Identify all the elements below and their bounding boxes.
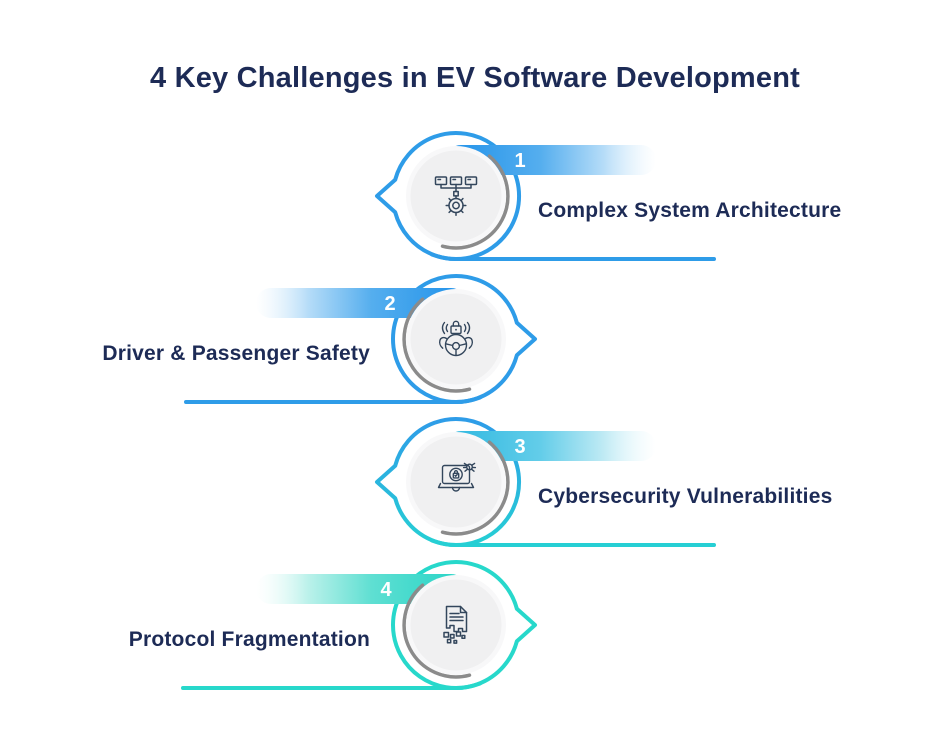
- challenge-item-1: 1 Complex System Architecture: [0, 126, 950, 268]
- challenge-1-graphic: 1: [375, 131, 716, 261]
- protocol-fragmentation-icon: [443, 605, 468, 644]
- connector-line: [181, 681, 482, 690]
- challenge-label: Driver & Passenger Safety: [102, 342, 370, 365]
- challenge-3-graphic: 3: [375, 417, 716, 547]
- challenge-4-graphic: 4: [181, 560, 537, 690]
- bubble-ring: [375, 131, 521, 261]
- step-number: 4: [380, 579, 392, 601]
- driver-passenger-safety-icon: [438, 320, 474, 357]
- page-title: 4 Key Challenges in EV Software Developm…: [149, 62, 800, 94]
- challenge-label: Complex System Architecture: [538, 199, 842, 222]
- bubble-ring: [391, 274, 537, 404]
- accent-arc: [402, 583, 472, 679]
- icon-disc: [410, 293, 502, 385]
- connector-line: [430, 252, 716, 261]
- accent-arc: [440, 440, 510, 536]
- bubble-ring: [391, 560, 537, 690]
- challenge-label: Cybersecurity Vulnerabilities: [538, 485, 833, 508]
- system-architecture-icon: [434, 176, 478, 217]
- accent-arc: [402, 297, 472, 393]
- challenge-item-4: 4 Protocol Fragmentation: [0, 555, 950, 697]
- challenge-label: Protocol Fragmentation: [128, 628, 370, 651]
- connector-line: [184, 395, 482, 404]
- challenge-item-2: 2 Driver & Passenger Safety: [0, 269, 950, 411]
- challenge-2-graphic: 2: [184, 274, 537, 404]
- accent-arc: [440, 154, 510, 250]
- bubble-ring: [375, 417, 521, 547]
- step-number: 3: [514, 436, 525, 458]
- step-number: 1: [514, 150, 525, 172]
- challenge-item-3: 3 Cybersecurity Vulnerabilities: [0, 412, 950, 554]
- icon-disc: [410, 579, 502, 671]
- cybersecurity-icon: [437, 462, 477, 492]
- step-number: 2: [384, 293, 395, 315]
- icon-disc: [410, 436, 502, 528]
- connector-line: [430, 538, 716, 547]
